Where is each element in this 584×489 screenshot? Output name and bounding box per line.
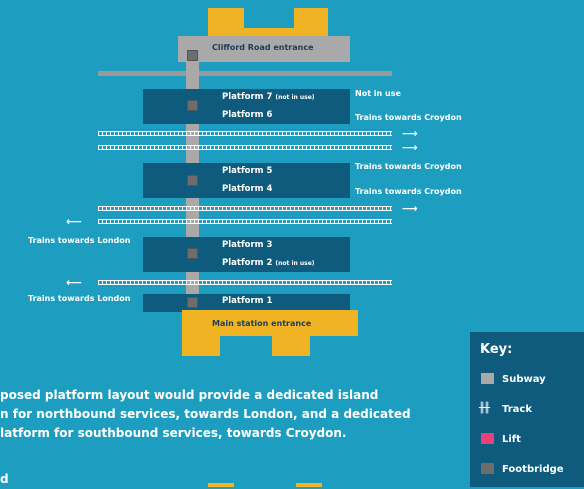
platform-1-label: Platform 1 bbox=[222, 296, 273, 306]
main-station-entrance-tower-right bbox=[272, 330, 310, 356]
platform-4-label: Platform 4 bbox=[222, 184, 273, 194]
platform-2-label: Platform 2 (not in use) bbox=[222, 258, 315, 268]
description-line-1: posed platform layout would provide a de… bbox=[0, 388, 379, 402]
croydon-label-1: Trains towards Croydon bbox=[355, 113, 462, 122]
arrow-left-icon: ⟵ bbox=[66, 215, 82, 228]
not-in-use-label: Not in use bbox=[355, 89, 401, 98]
stairs-icon bbox=[187, 175, 198, 186]
croydon-label-2: Trains towards Croydon bbox=[355, 162, 462, 171]
key-item-track: Track bbox=[502, 404, 532, 415]
stairs-icon bbox=[187, 297, 198, 308]
platform-2-name: Platform 2 bbox=[222, 258, 273, 268]
footbridge-swatch bbox=[481, 463, 494, 474]
main-station-entrance-label: Main station entrance bbox=[212, 319, 312, 328]
key-title: Key: bbox=[480, 342, 513, 357]
platform-2-note: (not in use) bbox=[275, 260, 315, 267]
entrance-partial bbox=[208, 483, 234, 487]
stairs-icon bbox=[187, 248, 198, 259]
entrance-partial bbox=[296, 483, 322, 487]
platform-3-label: Platform 3 bbox=[222, 240, 273, 250]
london-label-1: Trains towards London bbox=[28, 236, 131, 245]
platform-5-4-block bbox=[143, 163, 350, 198]
key-item-footbridge: Footbridge bbox=[502, 464, 564, 475]
arrow-right-icon: ⟶ bbox=[402, 202, 418, 215]
platform-3-2-block bbox=[143, 237, 350, 272]
key-panel bbox=[470, 332, 584, 487]
london-label-2: Trains towards London bbox=[28, 294, 131, 303]
main-station-entrance-tower-left bbox=[182, 330, 220, 356]
description-line-4: d bbox=[0, 472, 9, 486]
track bbox=[98, 206, 392, 211]
track bbox=[98, 145, 392, 150]
stairs-icon bbox=[187, 100, 198, 111]
arrow-left-icon: ⟵ bbox=[66, 276, 82, 289]
platform-7-6-block bbox=[143, 89, 350, 124]
description-line-3: latform for southbound services, towards… bbox=[0, 426, 347, 440]
platform-7-label: Platform 7 (not in use) bbox=[222, 92, 315, 102]
key-item-lift: Lift bbox=[502, 434, 521, 445]
clifford-road-concourse bbox=[178, 36, 350, 62]
track bbox=[98, 219, 392, 224]
key-item-subway: Subway bbox=[502, 374, 546, 385]
track bbox=[98, 131, 392, 136]
platform-5-label: Platform 5 bbox=[222, 166, 273, 176]
description-line-2: n for northbound services, towards Londo… bbox=[0, 407, 411, 421]
stairs-icon bbox=[187, 50, 198, 61]
track bbox=[98, 280, 392, 285]
subway-swatch bbox=[481, 373, 494, 384]
platform-7-note: (not in use) bbox=[275, 94, 315, 101]
platform-7-name: Platform 7 bbox=[222, 92, 273, 102]
arrow-right-icon: ⟶ bbox=[402, 141, 418, 154]
arrow-right-icon: ⟶ bbox=[402, 127, 418, 140]
croydon-label-3: Trains towards Croydon bbox=[355, 187, 462, 196]
platform-6-label: Platform 6 bbox=[222, 110, 273, 120]
track-icon: ╫╫ bbox=[479, 403, 490, 414]
footbridge-line bbox=[98, 71, 392, 76]
lift-swatch bbox=[481, 433, 494, 444]
clifford-road-entrance-label: Clifford Road entrance bbox=[212, 43, 314, 52]
